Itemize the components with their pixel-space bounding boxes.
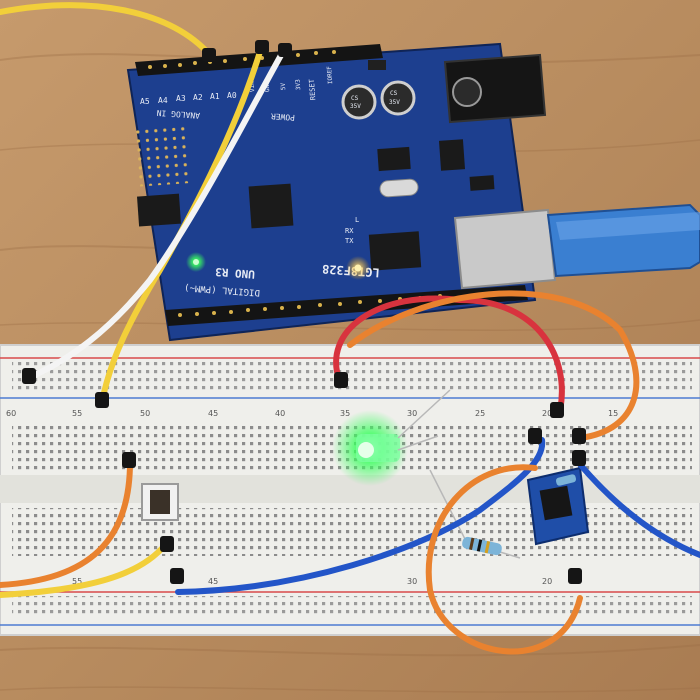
svg-text:35V: 35V	[350, 103, 361, 110]
orange-wire-top	[347, 290, 640, 441]
svg-text:45: 45	[208, 577, 218, 586]
pin-label-vin: VIN	[249, 81, 257, 93]
pin-label-a0: A0	[227, 91, 237, 100]
svg-text:45: 45	[208, 409, 218, 418]
proto-holes	[133, 123, 191, 187]
header-pins	[148, 50, 442, 317]
orange-wire-bottom	[425, 464, 583, 655]
usb-chip	[368, 231, 422, 271]
svg-text:30: 30	[407, 577, 417, 586]
svg-text:CS: CS	[390, 90, 398, 97]
capacitor-1: CS 35V	[341, 84, 377, 120]
regulator	[438, 139, 466, 171]
l-label: L	[355, 216, 359, 224]
svg-text:30: 30	[407, 409, 417, 418]
svg-text:25: 25	[475, 409, 485, 418]
reset-label: RESET	[308, 78, 318, 100]
column-numbers: 60 55 50 45 40 35 30 25 20 15 55 45 30 2…	[6, 409, 618, 586]
pin-label-ioref: IOREF	[326, 65, 334, 84]
svg-text:50: 50	[140, 409, 150, 418]
svg-text:60: 60	[6, 409, 16, 418]
usb-b-connector	[453, 208, 557, 290]
reset-button	[368, 60, 386, 70]
svg-text:55: 55	[72, 577, 82, 586]
sensor-module	[526, 466, 590, 546]
rx-label: RX	[345, 227, 354, 235]
svg-text:35: 35	[340, 409, 350, 418]
svg-text:15: 15	[608, 409, 618, 418]
pin-label-a5: A5	[140, 97, 150, 106]
fuse	[469, 175, 495, 191]
pin-label-a3: A3	[176, 94, 186, 103]
yellow-wire-top	[0, 2, 213, 58]
small-chip	[377, 146, 411, 172]
blue-wire-right	[575, 459, 700, 558]
digital-header	[165, 285, 528, 326]
push-button	[141, 483, 179, 521]
crystal	[379, 178, 419, 198]
green-led	[332, 389, 451, 486]
power-label: POWER	[270, 111, 295, 122]
svg-text:35V: 35V	[389, 99, 400, 106]
svg-text:55: 55	[72, 409, 82, 418]
analog-label: ANALOG IN	[156, 108, 200, 120]
breadboard: 60 55 50 45 40 35 30 25 20 15 55 45 30 2…	[0, 344, 700, 636]
icsp-header	[137, 193, 181, 227]
white-wire	[25, 45, 288, 381]
svg-text:CS: CS	[351, 95, 359, 102]
pin-label-3v3: 3V3	[295, 79, 303, 91]
usb-cable	[546, 203, 700, 278]
wire-plugs	[22, 40, 586, 584]
arduino-board: CS 35V CS 35V LGT8F328 UNO R3 DIGITAL (P…	[126, 42, 557, 342]
capacitor-2: CS 35V	[380, 80, 416, 116]
pin-label-a4: A4	[158, 96, 168, 105]
orange-wire-left	[0, 459, 133, 588]
pin-label-5v: 5V	[280, 82, 288, 90]
pin-label-a1: A1	[210, 92, 220, 101]
microcontroller-chip	[248, 183, 294, 229]
model-label: UNO R3	[215, 265, 256, 281]
pin-label-gnd: GND	[264, 81, 272, 93]
svg-text:40: 40	[275, 409, 285, 418]
svg-text:20: 20	[542, 409, 552, 418]
pin-label-a2: A2	[193, 93, 203, 102]
yellow-wire-bottom	[0, 542, 168, 598]
tx-label: TX	[345, 237, 354, 245]
svg-text:20: 20	[542, 577, 552, 586]
